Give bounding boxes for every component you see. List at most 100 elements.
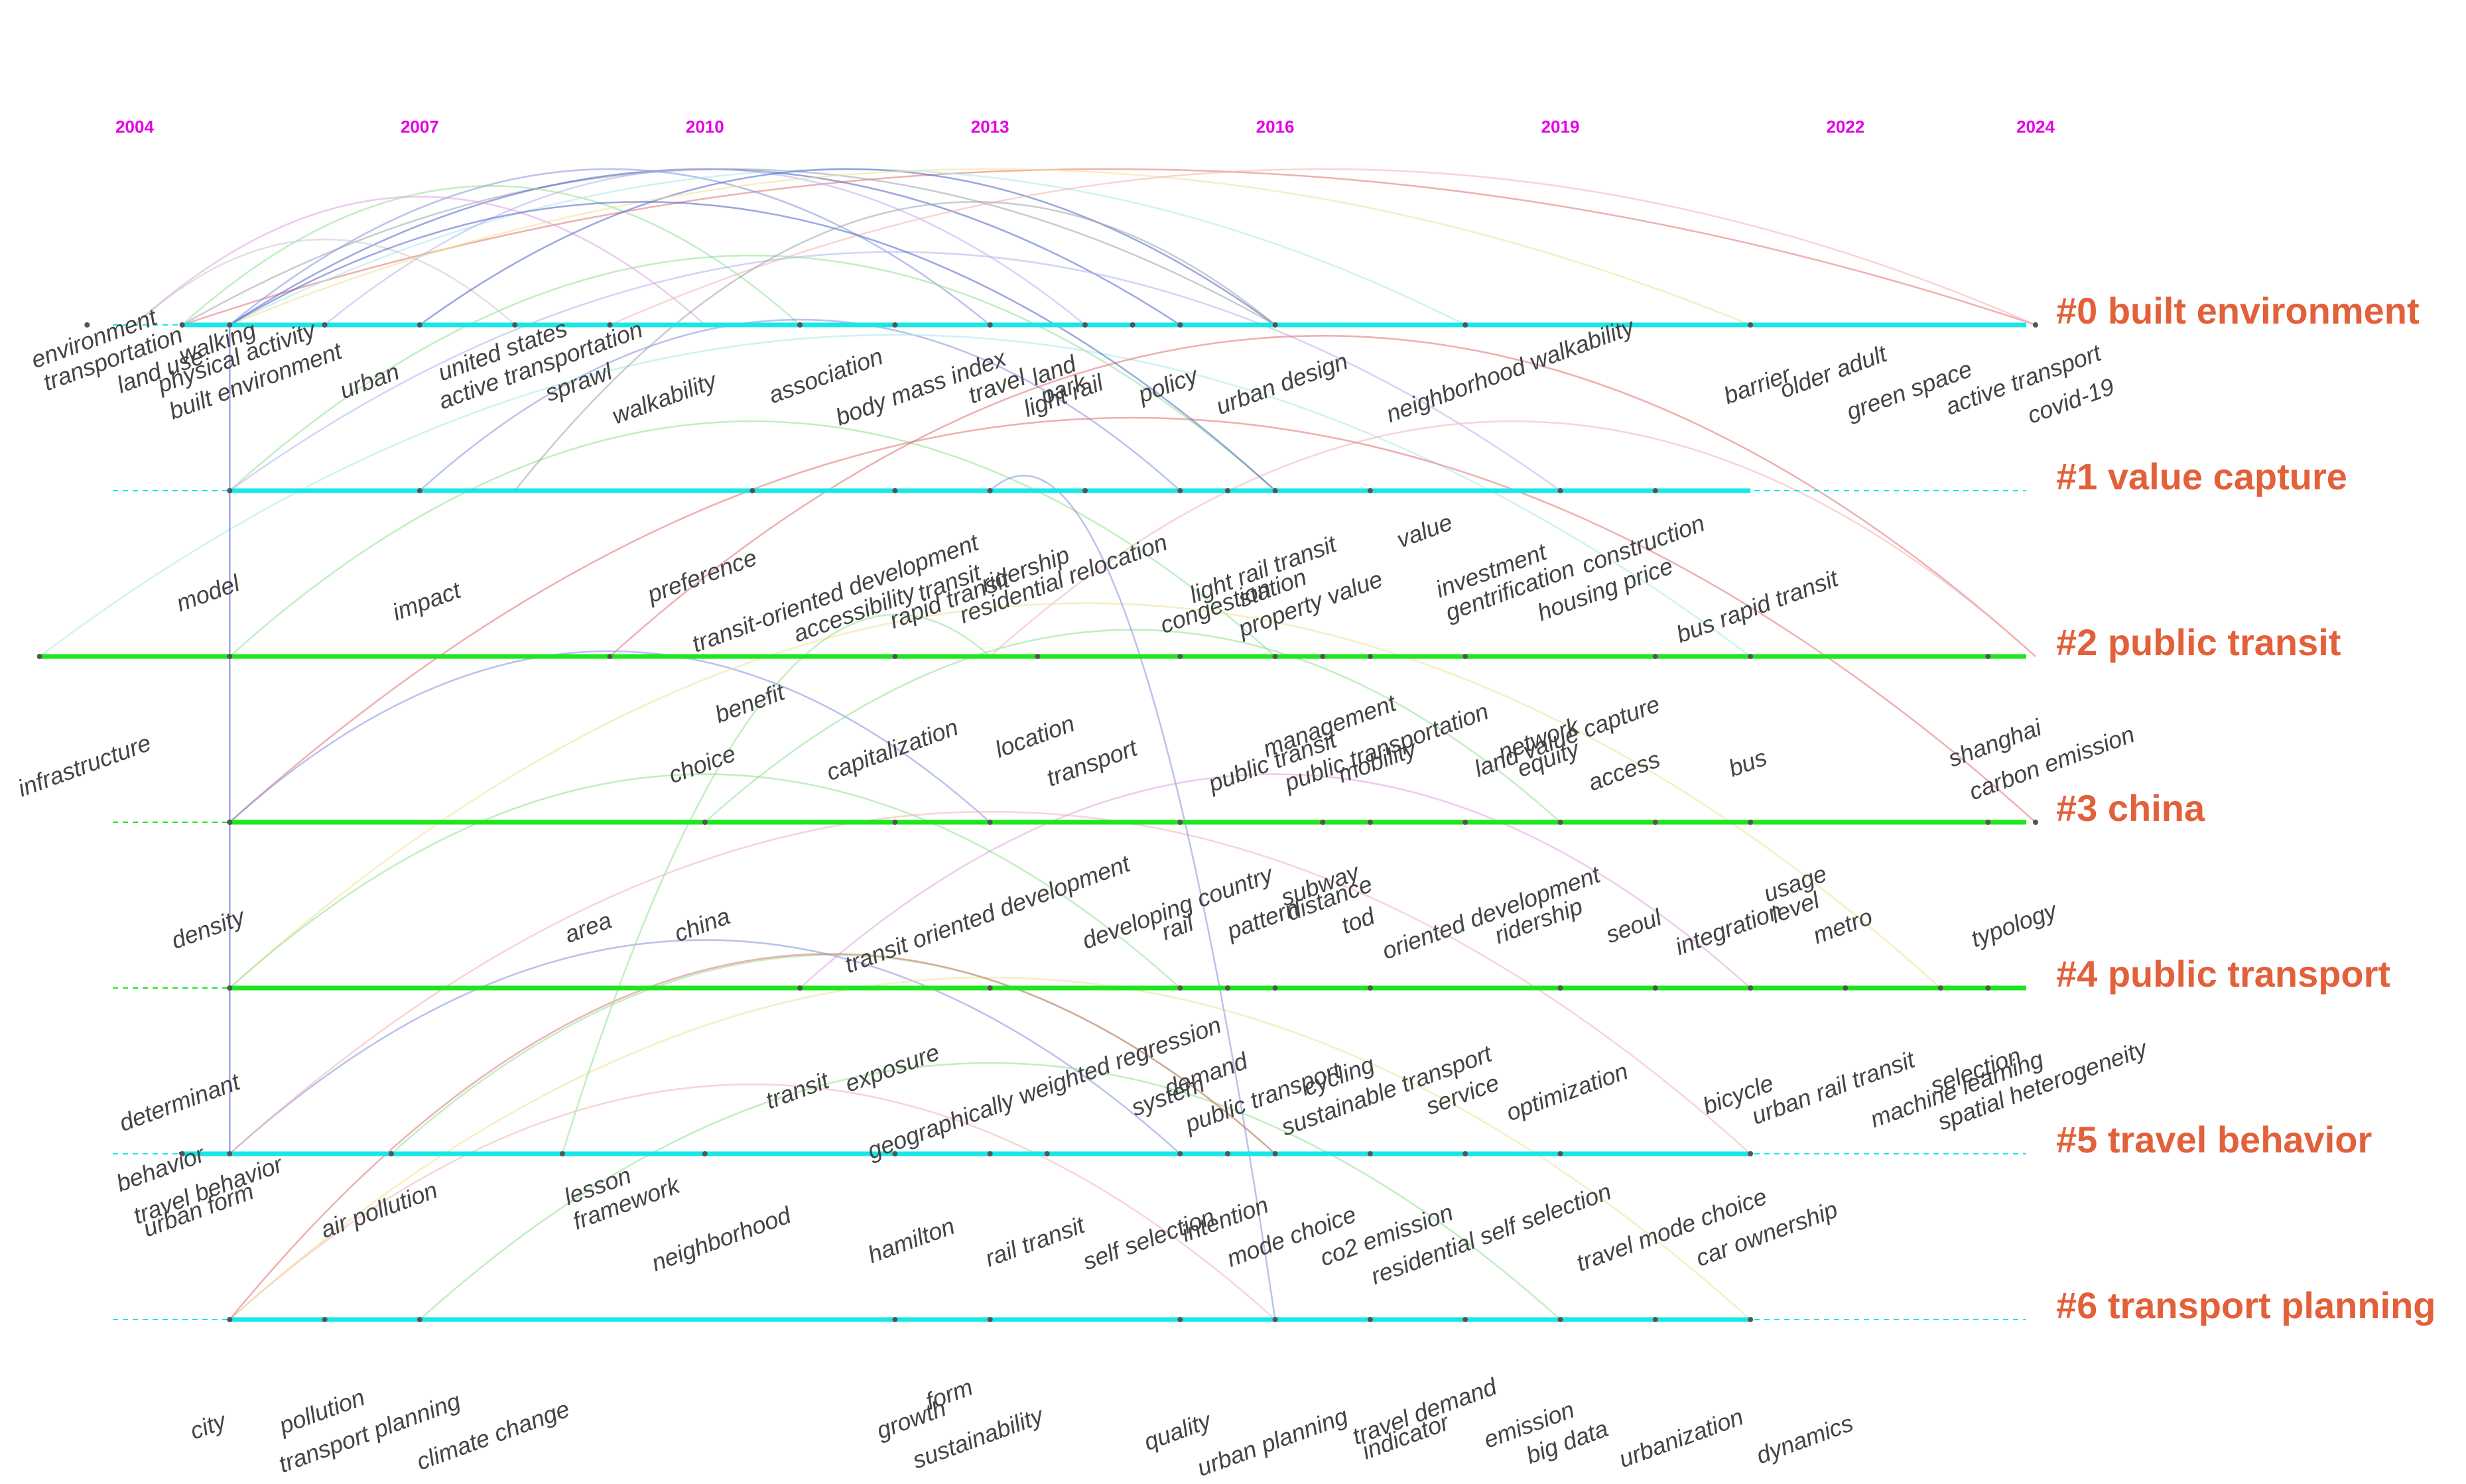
citation-link <box>989 474 1276 1320</box>
keyword-node <box>2033 322 2038 328</box>
year-label: 2007 <box>401 117 439 137</box>
keyword-node <box>1177 820 1183 825</box>
cluster-labels: #0 built environment#1 value capture#2 p… <box>2056 290 2436 1326</box>
citation-link <box>419 1062 1561 1320</box>
citation-link <box>134 238 516 326</box>
citation-link <box>229 168 991 326</box>
year-label: 2010 <box>686 117 724 137</box>
keyword-label: urban planning <box>1193 1402 1351 1481</box>
citation-link <box>799 773 1751 989</box>
keyword-node <box>1272 322 1278 328</box>
keyword-node <box>1367 1317 1373 1322</box>
keyword-node <box>1177 654 1183 659</box>
keyword-node <box>1985 985 1991 991</box>
keyword-label: city <box>186 1406 231 1445</box>
keyword-node <box>1272 1151 1278 1156</box>
keyword-node <box>227 1151 233 1156</box>
keyword-node <box>987 1151 993 1156</box>
citation-link <box>229 939 1181 1154</box>
keyword-node <box>1748 820 1754 825</box>
keyword-node <box>892 1151 898 1156</box>
keyword-label: choice <box>665 739 740 788</box>
citation-link <box>704 629 1561 823</box>
keyword-node <box>1462 322 1468 328</box>
year-label: 2022 <box>1826 117 1864 137</box>
citation-link <box>229 168 1751 326</box>
keyword-node <box>797 322 803 328</box>
citation-link <box>514 201 1276 491</box>
citation-link <box>229 976 1751 1320</box>
keyword-node <box>607 654 613 659</box>
keyword-label: form <box>922 1373 976 1415</box>
keyword-node <box>1462 654 1468 659</box>
keyword-node <box>892 820 898 825</box>
keyword-node <box>987 1317 993 1322</box>
keyword-node <box>227 985 233 991</box>
keyword-label: urban <box>336 357 403 404</box>
keyword-label: neighborhood walkability <box>1382 312 1638 428</box>
keyword-node <box>1177 322 1183 328</box>
keyword-node <box>1557 820 1563 825</box>
cluster-label: #0 built environment <box>2056 290 2420 332</box>
keyword-node <box>987 488 993 493</box>
keyword-node <box>607 322 613 328</box>
keyword-label: bus <box>1725 743 1771 782</box>
keyword-node <box>1177 1151 1183 1156</box>
keyword-node <box>417 322 422 328</box>
citation-link <box>229 420 1276 657</box>
keyword-node <box>1557 488 1563 493</box>
citation-link <box>989 420 2036 657</box>
cluster-label: #5 travel behavior <box>2056 1119 2372 1160</box>
keyword-label: determinant <box>115 1068 245 1137</box>
keyword-node <box>1224 1151 1230 1156</box>
keyword-node <box>797 985 803 991</box>
keyword-label: tod <box>1338 902 1379 939</box>
citation-link <box>419 168 1276 326</box>
keyword-node <box>179 1151 185 1156</box>
keyword-node <box>1367 654 1373 659</box>
keyword-label: preference <box>643 544 761 609</box>
keyword-node <box>1082 488 1088 493</box>
keyword-node <box>1748 1151 1754 1156</box>
keyword-label: exposure <box>842 1038 943 1097</box>
keyword-node <box>227 322 233 328</box>
keyword-node <box>417 488 422 493</box>
citation-link <box>182 168 2036 326</box>
cluster-label: #4 public transport <box>2056 953 2390 995</box>
keyword-label: impact <box>389 576 466 625</box>
keyword-label: infrastructure <box>14 729 154 802</box>
keyword-node <box>1272 654 1278 659</box>
keyword-label: optimization <box>1502 1057 1632 1126</box>
citation-link <box>561 613 991 1154</box>
keyword-label: seoul <box>1602 903 1665 948</box>
keyword-label: quality <box>1140 1406 1216 1456</box>
keyword-node <box>1748 985 1754 991</box>
keyword-node <box>1557 1151 1563 1156</box>
keyword-node <box>1557 985 1563 991</box>
citation-link <box>419 318 1181 491</box>
keyword-node <box>1652 654 1658 659</box>
keyword-node <box>179 322 185 328</box>
keyword-label: hamilton <box>864 1212 958 1268</box>
keyword-node <box>1462 1151 1468 1156</box>
keyword-label: model <box>172 569 243 617</box>
keyword-label: benefit <box>711 678 789 728</box>
citation-links <box>38 168 2036 1320</box>
keyword-node <box>1843 985 1849 991</box>
keyword-label: transit oriented development <box>841 849 1135 979</box>
keyword-node <box>892 1317 898 1322</box>
keyword-node <box>749 488 755 493</box>
year-label: 2016 <box>1256 117 1295 137</box>
keyword-node <box>1177 985 1183 991</box>
cluster-lanes <box>36 322 2038 1322</box>
keyword-node <box>1272 985 1278 991</box>
keyword-node <box>1224 985 1230 991</box>
citation-link <box>229 602 1941 989</box>
citation-link <box>229 251 1561 492</box>
keyword-node <box>1985 654 1991 659</box>
keyword-node <box>1224 488 1230 493</box>
keyword-node <box>227 654 233 659</box>
keyword-node <box>227 820 233 825</box>
keyword-node <box>1044 1151 1050 1156</box>
